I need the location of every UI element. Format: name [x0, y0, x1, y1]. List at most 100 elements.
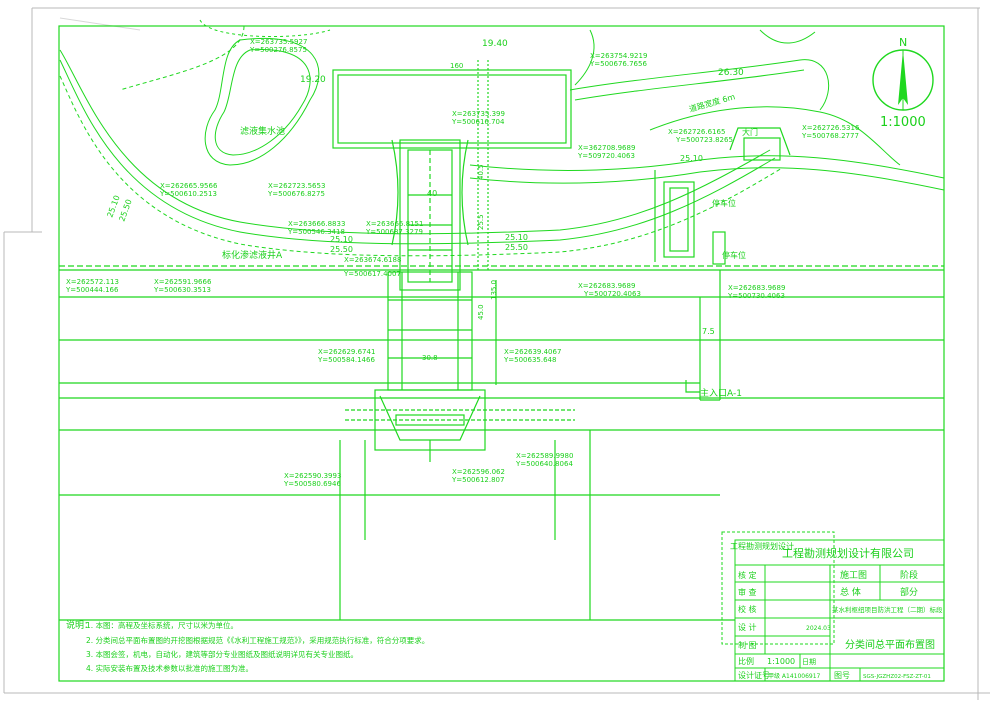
- notes-block: 说明： 1. 本图：高程及坐标系统，尺寸以米为单位。 2. 分类间总平面布置图的…: [66, 619, 429, 673]
- coordinate-callouts: X=263735.5927 Y=500276.8575 X=263754.921…: [65, 38, 860, 488]
- coord-y: Y=500635.648: [503, 356, 556, 364]
- title-block: [734, 539, 945, 682]
- coord-y: Y=500444.166: [65, 286, 119, 294]
- scan-sheet-edges: [3, 7, 990, 700]
- central-structure: [332, 60, 591, 620]
- well-a-label: 标化渗滤液井A: [222, 249, 283, 261]
- north-arrow-icon: [872, 49, 934, 111]
- dim-2: 30.8: [422, 354, 438, 362]
- tb-stage: 施工图: [840, 569, 867, 581]
- pool-label: 滤液集水池: [240, 125, 285, 137]
- drawing-frame: [58, 25, 945, 682]
- coord-x: X=262590.3993: [284, 472, 341, 480]
- coord-x: X=263735.399: [452, 110, 505, 118]
- coord-x: X=262726.6165: [668, 128, 725, 136]
- coord-x: X=263735.5927: [250, 38, 307, 46]
- coord-y: Y=500546.3418: [287, 228, 345, 236]
- stamp-text: 工程勘测规划设计: [730, 541, 794, 551]
- coord-y: Y=500723.8265: [675, 136, 733, 144]
- coord-y: Y=500676.7656: [589, 60, 647, 68]
- elev-1: 19.40: [482, 39, 508, 49]
- road-note-label: 道路宽度 6m: [688, 91, 737, 114]
- dim-5: 45.0: [477, 304, 485, 320]
- tb-no-value: SGS-JGZHZ02-FSZ-ZT-01: [863, 674, 931, 680]
- tb-sign: 校 核: [738, 604, 757, 614]
- elev-8: 25.50: [505, 243, 528, 252]
- coord-y: Y=500584.1466: [317, 356, 375, 364]
- coord-y: Y=509720.4063: [577, 152, 635, 160]
- note-line: 3. 本图会签，机电，自动化，建筑等部分专业图纸及图纸说明详见有关专业图纸。: [86, 649, 358, 659]
- coord-y: Y=500616.704: [451, 118, 505, 126]
- coord-x: X=262683.9689: [728, 284, 785, 292]
- coord-y: Y=500630.3513: [153, 286, 211, 294]
- tb-stage-label: 阶段: [900, 569, 918, 581]
- parking-label-2: 停车位: [722, 250, 746, 260]
- coord-x: X=262683.9689: [578, 282, 635, 290]
- elev-5: 25.10: [330, 235, 353, 244]
- coord-y: Y=500768.2777: [801, 132, 859, 140]
- coord-x: X=262723.5653: [268, 182, 325, 190]
- tb-sign: 设 计: [738, 622, 757, 632]
- map-scale: 1:1000: [880, 115, 926, 130]
- coord-x: X=262665.9566: [160, 182, 218, 190]
- tb-cert-label: 设计证号: [738, 670, 770, 680]
- note-line: 1. 本图：高程及坐标系统，尺寸以米为单位。: [86, 620, 238, 630]
- tb-date-label: 日期: [802, 658, 816, 666]
- company-name: 工程勘测规划设计有限公司: [782, 546, 914, 560]
- coord-x: X=262726.5316: [802, 124, 860, 132]
- tb-sign: 核 定: [738, 570, 757, 580]
- tb-date-value: 2024.03: [806, 625, 831, 632]
- coord-x: X=362708.9689: [578, 144, 635, 152]
- tb-no-label: 图号: [834, 671, 850, 680]
- dim-1: 160: [450, 62, 463, 70]
- coord-y: Y=500580.6946: [283, 480, 341, 488]
- building-tag: 40: [427, 189, 437, 198]
- tb-sign: 制 图: [738, 640, 757, 650]
- dim-6: 135.0: [490, 280, 498, 300]
- pond-outlines: [199, 19, 331, 166]
- coord-x: X=262591.9666: [154, 278, 212, 286]
- elev-6: 25.50: [330, 245, 353, 254]
- coord-x: X=263674.6188: [344, 256, 401, 264]
- dim-4: 25.5: [477, 214, 485, 230]
- elev-2: 19.20: [300, 75, 326, 85]
- tb-part: 部分: [900, 586, 918, 598]
- coord-y: Y=500610.2513: [159, 190, 217, 198]
- north-label: N: [899, 36, 907, 49]
- coord-y: Y=500687.3279: [365, 228, 423, 236]
- coord-x: X=262596.062: [452, 468, 505, 476]
- notes-heading: 说明：: [66, 619, 93, 631]
- note-line: 4. 实际安装布置及技术参数以批准的施工图为准。: [86, 663, 253, 673]
- coord-y: Y=500676.8275: [267, 190, 325, 198]
- company-stamp: 工程勘测规划设计: [721, 531, 835, 645]
- parking-label: 停车位: [712, 198, 736, 208]
- coord-y: Y=500730.4063: [727, 292, 785, 300]
- coord-x: X=263754.9219: [590, 52, 647, 60]
- coord-y: Y=500612.807: [451, 476, 504, 484]
- gate-house: [654, 127, 791, 393]
- dim-3: 40.5: [477, 164, 485, 180]
- coord-x: X=262572.113: [66, 278, 119, 286]
- elev-7: 25.10: [505, 233, 528, 242]
- coord-x: X=262629.6741: [318, 348, 375, 356]
- coord-x: X=262589.9980: [516, 452, 573, 460]
- coord-y: Y=500720.4063: [583, 290, 641, 298]
- tb-overall: 总 体: [840, 586, 861, 598]
- coord-y: Y=500640.8064: [515, 460, 573, 468]
- tb-scale-label: 比例: [738, 656, 754, 666]
- elev-3: 26.30: [718, 68, 744, 78]
- coord-y: Y=500617.4007: [343, 270, 401, 278]
- coord-x: X=263666.8151: [366, 220, 423, 228]
- tb-sign: 审 查: [738, 587, 757, 597]
- coord-y: Y=500276.8575: [249, 46, 307, 54]
- tb-project: 某水利枢纽项目防洪工程（二期）标段: [832, 605, 943, 614]
- coord-x: X=262639.4067: [504, 348, 561, 356]
- coord-x: X=263666.8833: [288, 220, 345, 228]
- site-roads: [59, 25, 945, 257]
- elev-11: 7.5: [702, 327, 715, 336]
- tb-cert-value: 甲级 A141006917: [768, 672, 821, 680]
- drawing-title: 分类间总平面布置图: [845, 638, 935, 651]
- entrance-label: 主入口A-1: [700, 387, 742, 399]
- gate-label: 大门: [742, 127, 758, 137]
